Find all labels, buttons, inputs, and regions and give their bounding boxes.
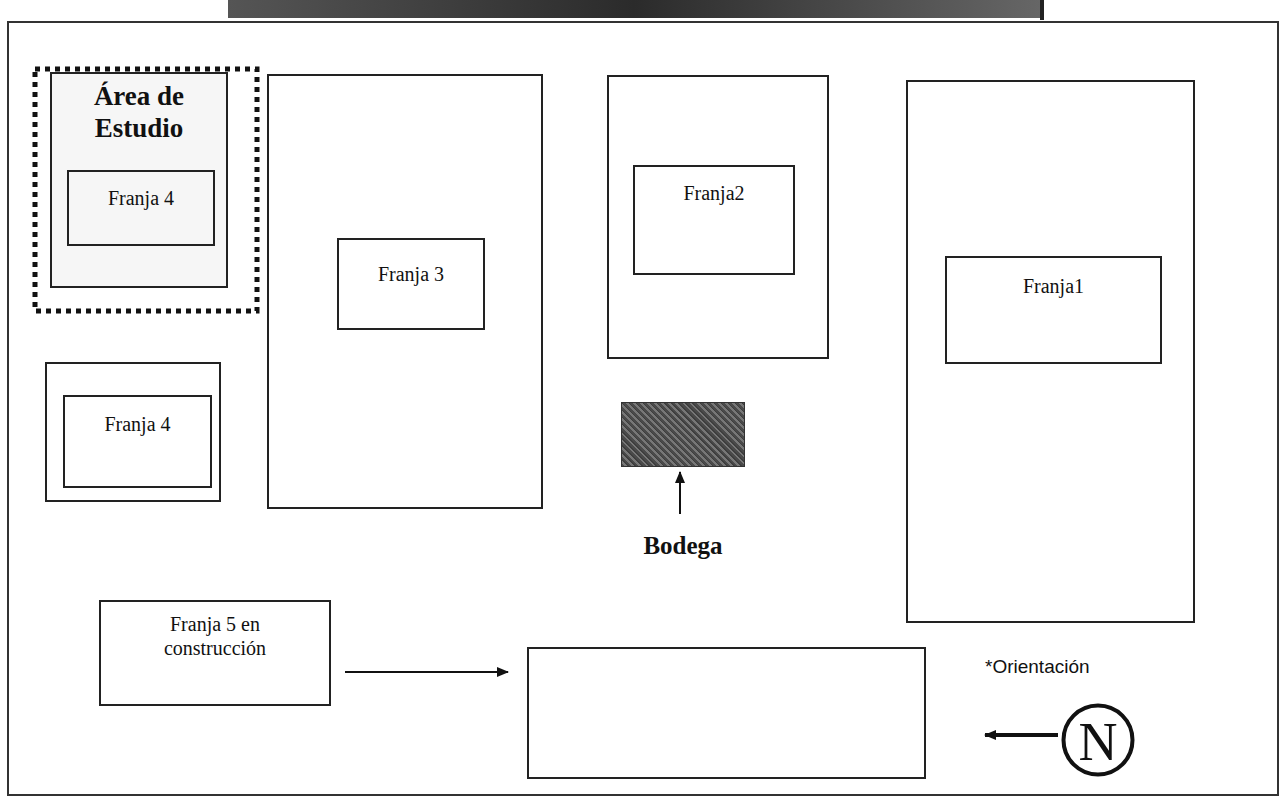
plan-border bbox=[8, 22, 1278, 795]
study-area-dotted-outline bbox=[35, 69, 257, 311]
north-letter: N bbox=[1079, 715, 1118, 769]
circle-shape bbox=[1064, 706, 1133, 775]
strip-label: Franja 3 bbox=[339, 262, 483, 286]
plot-box: Franja 3 bbox=[267, 74, 543, 509]
strip-box: Franja 4 bbox=[63, 395, 212, 488]
construction-box: Franja 5 en construcción bbox=[99, 600, 331, 706]
strip-label: Franja 5 en construcción bbox=[140, 612, 290, 660]
warehouse-label: Bodega bbox=[641, 531, 724, 561]
strip-box: Franja 4 bbox=[67, 170, 215, 246]
pointer-arrow bbox=[345, 671, 508, 673]
bodega-pointer-arrow bbox=[679, 472, 681, 514]
strip-label: Franja2 bbox=[635, 181, 793, 205]
strip-label: Franja1 bbox=[947, 274, 1160, 298]
plot-box: Franja2 bbox=[607, 75, 829, 359]
strip-label: Franja 4 bbox=[69, 186, 213, 210]
strip-box: Franja1 bbox=[945, 256, 1162, 364]
north-arrow bbox=[985, 733, 1058, 737]
study-area-box: Área de EstudioFranja 4 bbox=[50, 72, 228, 288]
strip-box: Franja2 bbox=[633, 165, 795, 275]
warehouse-block: Bodega bbox=[621, 402, 745, 467]
orientation-label: *Orientación bbox=[985, 656, 1090, 678]
area-heading: Área de Estudio bbox=[59, 80, 219, 145]
header-strip-edge bbox=[1040, 0, 1044, 20]
strip-label: Franja 4 bbox=[65, 412, 210, 436]
plot-box: Franja1 bbox=[906, 80, 1195, 623]
strip-box: Franja 3 bbox=[337, 238, 485, 330]
franja-5-site bbox=[528, 648, 925, 778]
north-circle: N bbox=[1061, 703, 1135, 777]
plot-box: Franja 4 bbox=[45, 362, 221, 502]
header-strip bbox=[228, 0, 1040, 18]
